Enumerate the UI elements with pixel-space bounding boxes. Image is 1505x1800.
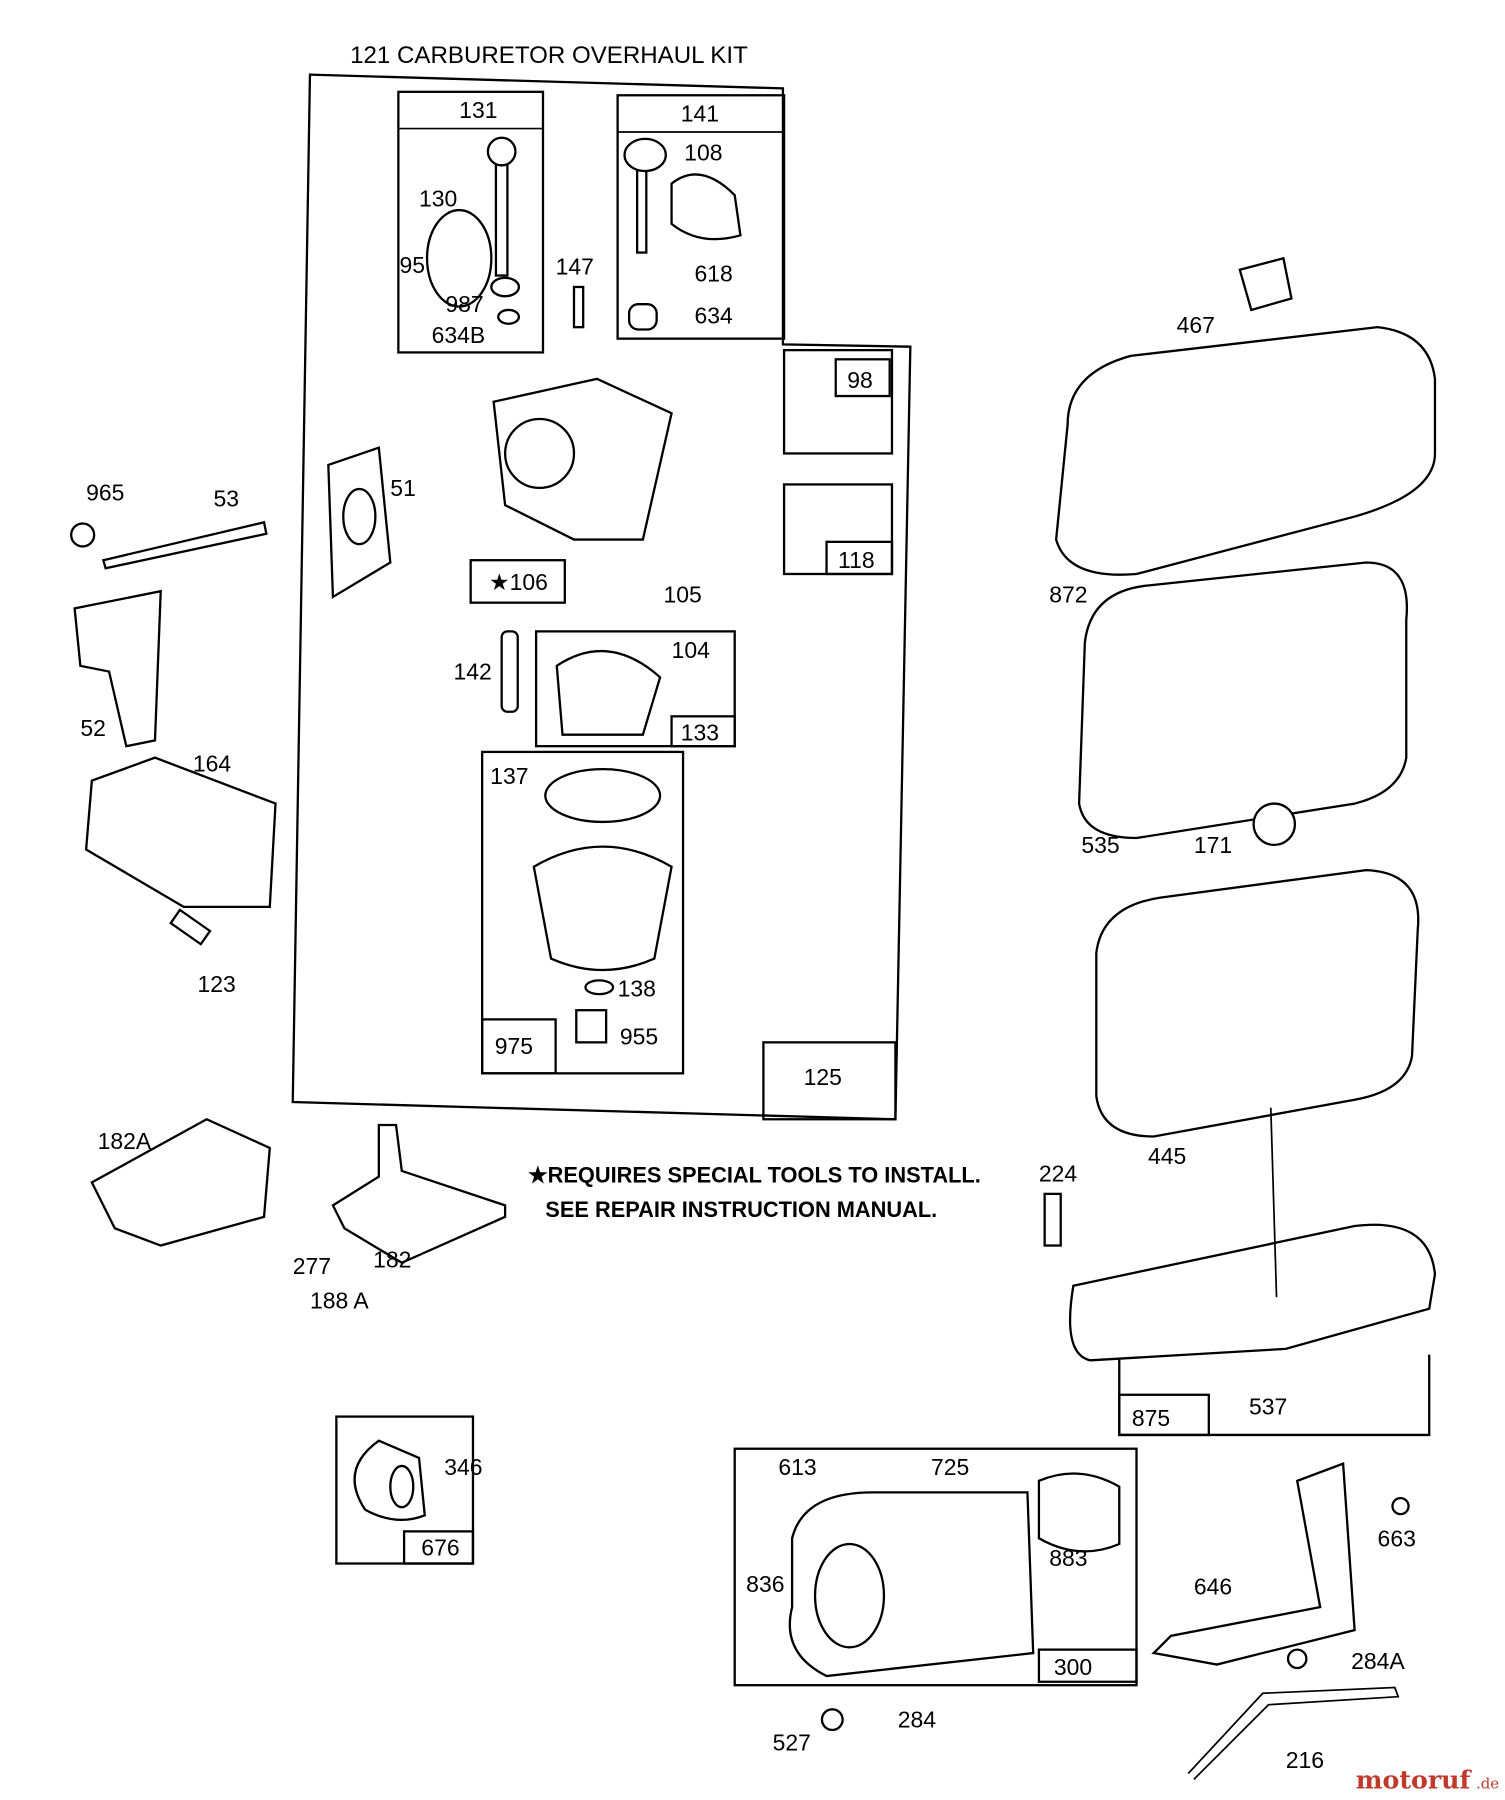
part-label-883: 883 xyxy=(1049,1545,1087,1571)
box-label: 875 xyxy=(1132,1405,1170,1431)
part-label-836: 836 xyxy=(746,1571,784,1597)
box-300 xyxy=(733,1447,1138,1687)
box-133 xyxy=(534,630,736,748)
part-labels: 130 95 987 634B 108 618 634 147 51 105 142 104 137 13… xyxy=(80,140,1415,1773)
part-label-663: 663 xyxy=(1378,1525,1416,1551)
box-98 xyxy=(782,348,894,455)
box-137 xyxy=(481,750,685,1075)
watermark-suffix: .de xyxy=(1476,1775,1499,1793)
part-label-108: 108 xyxy=(684,140,722,166)
part-label-51: 51 xyxy=(390,475,416,501)
box-131 xyxy=(397,90,545,354)
part-label-872: 872 xyxy=(1049,582,1087,608)
box-106 xyxy=(469,559,566,604)
part-label-277: 277 xyxy=(293,1253,331,1279)
box-676 xyxy=(335,1415,475,1565)
part-label-171: 171 xyxy=(1194,832,1232,858)
part-label-188a: 188 A xyxy=(310,1288,369,1314)
part-label-535: 535 xyxy=(1081,832,1119,858)
part-label-467: 467 xyxy=(1177,312,1215,338)
part-label-104: 104 xyxy=(672,637,711,663)
part-label-634: 634 xyxy=(695,303,734,329)
box-141 xyxy=(616,94,786,340)
box-label: 141 xyxy=(681,101,719,127)
box-118 xyxy=(782,483,894,576)
watermark: motoruf .de xyxy=(1356,1765,1499,1795)
part-label-216: 216 xyxy=(1286,1747,1324,1773)
box-label: 98 xyxy=(847,367,873,393)
note-line-2: SEE REPAIR INSTRUCTION MANUAL. xyxy=(545,1197,937,1222)
box-label: ★106 xyxy=(489,569,548,595)
part-drawings xyxy=(70,136,1437,1780)
box-125 xyxy=(762,1041,897,1121)
part-label-105: 105 xyxy=(664,582,702,608)
part-label-613: 613 xyxy=(778,1454,816,1480)
part-label-537: 537 xyxy=(1249,1393,1287,1419)
part-label-445: 445 xyxy=(1148,1143,1186,1169)
part-label-147: 147 xyxy=(556,253,594,279)
kit-outline xyxy=(291,73,912,1121)
part-label-284: 284 xyxy=(898,1707,937,1733)
part-label-618: 618 xyxy=(695,260,733,286)
part-label-95: 95 xyxy=(400,252,426,278)
part-label-52: 52 xyxy=(80,715,106,741)
box-label: 131 xyxy=(459,97,497,123)
part-label-182: 182 xyxy=(373,1246,411,1272)
part-label-224: 224 xyxy=(1039,1160,1078,1186)
box-label: 118 xyxy=(838,547,875,573)
part-label-142: 142 xyxy=(453,659,491,685)
part-label-137: 137 xyxy=(490,763,528,789)
part-label-182a: 182A xyxy=(98,1128,152,1154)
part-label-646: 646 xyxy=(1194,1574,1232,1600)
watermark-text: motoruf xyxy=(1356,1765,1473,1795)
part-label-284a: 284A xyxy=(1351,1648,1405,1674)
part-label-965: 965 xyxy=(86,480,124,506)
note-line-1: ★REQUIRES SPECIAL TOOLS TO INSTALL. xyxy=(528,1162,981,1187)
box-label: 300 xyxy=(1054,1654,1092,1680)
part-label-346: 346 xyxy=(444,1454,482,1480)
diagram-title: 121 CARBURETOR OVERHAUL KIT xyxy=(350,42,748,69)
part-label-138: 138 xyxy=(618,975,656,1001)
box-875 xyxy=(1118,1354,1431,1437)
part-label-123: 123 xyxy=(197,971,235,997)
box-label: 133 xyxy=(681,719,719,745)
box-label: 125 xyxy=(804,1064,842,1090)
part-label-130: 130 xyxy=(419,186,457,212)
part-label-987: 987 xyxy=(445,291,483,317)
part-label-725: 725 xyxy=(931,1454,969,1480)
part-label-53: 53 xyxy=(214,485,240,511)
part-label-527: 527 xyxy=(773,1730,811,1756)
box-label: 676 xyxy=(421,1534,459,1560)
part-label-634b: 634B xyxy=(432,322,486,348)
part-label-955: 955 xyxy=(620,1024,658,1050)
box-label: 975 xyxy=(495,1033,533,1059)
part-label-164: 164 xyxy=(193,750,232,776)
